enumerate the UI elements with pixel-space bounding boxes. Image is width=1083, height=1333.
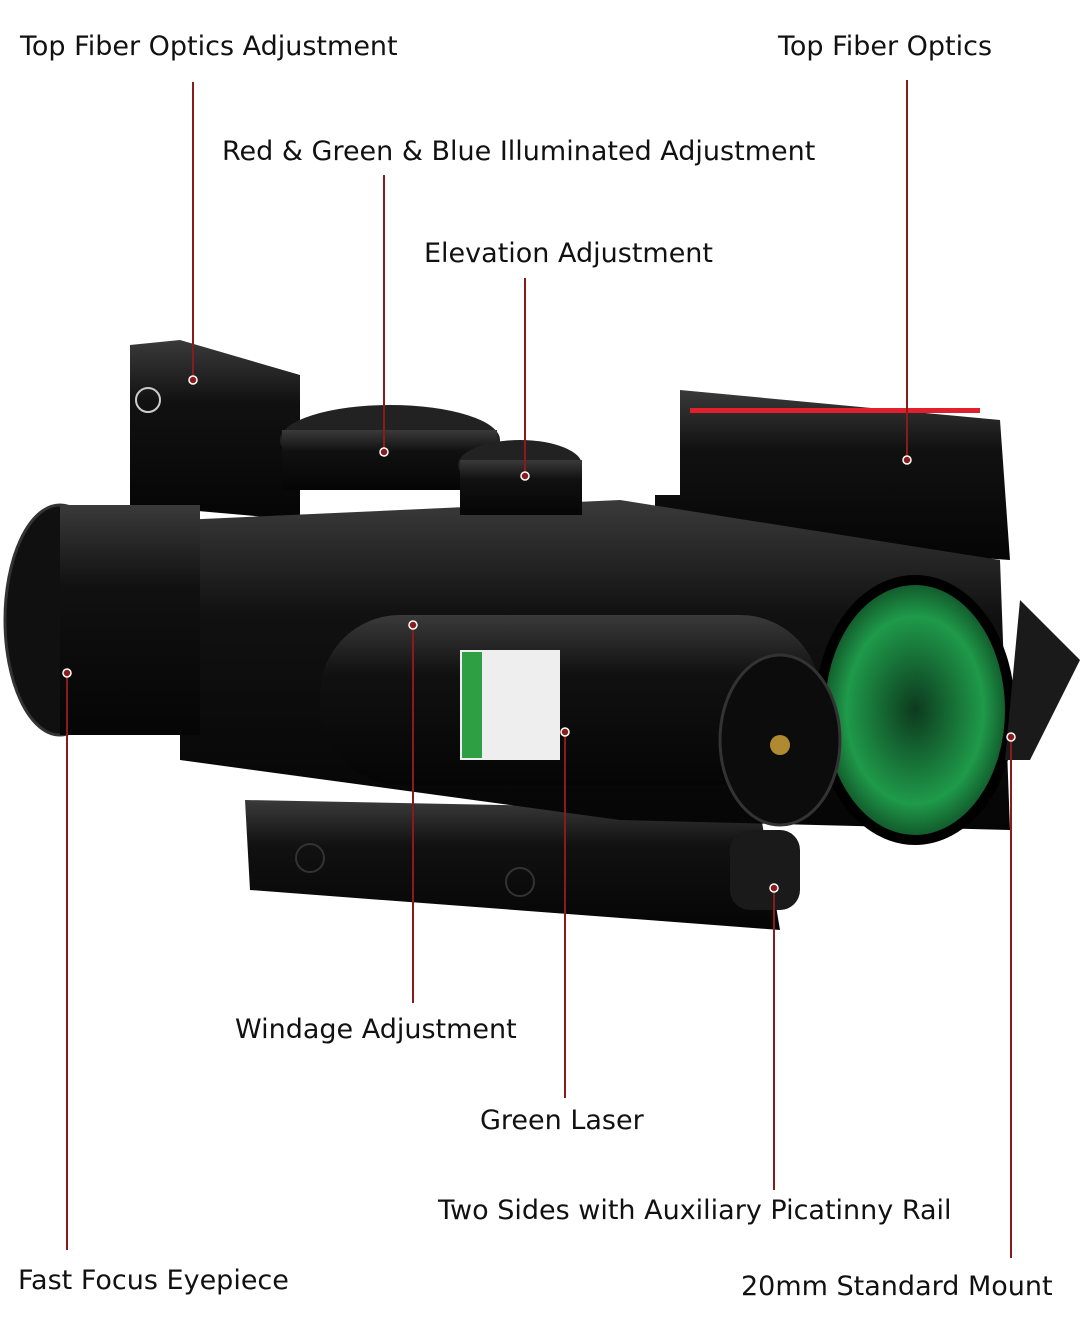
leader-dot-top-fiber-optics xyxy=(902,455,912,465)
callout-elevation-adjustment: Elevation Adjustment xyxy=(424,238,714,269)
leader-dot-green-laser xyxy=(560,727,570,737)
callout-fast-focus-eyepiece: Fast Focus Eyepiece xyxy=(18,1265,289,1296)
mount-base xyxy=(245,800,800,930)
leader-dot-top-fiber-optics-adjustment xyxy=(188,375,198,385)
leader-dot-picatinny-rail xyxy=(769,883,779,893)
turrets xyxy=(280,405,582,515)
front-fiber-sight xyxy=(655,390,1010,560)
callout-windage-adjustment: Windage Adjustment xyxy=(235,1014,517,1045)
rear-sight xyxy=(130,340,300,520)
callout-green-laser: Green Laser xyxy=(480,1105,644,1136)
leader-dot-elevation-adjustment xyxy=(520,471,530,481)
callout-picatinny-rail: Two Sides with Auxiliary Picatinny Rail xyxy=(438,1195,952,1226)
green-laser-module xyxy=(320,615,842,827)
leader-lines xyxy=(62,80,1016,1258)
leader-dot-windage-adjustment xyxy=(408,620,418,630)
callout-top-fiber-optics: Top Fiber Optics xyxy=(778,31,993,62)
callout-illuminated-adjustment: Red & Green & Blue Illuminated Adjustmen… xyxy=(222,136,816,167)
leader-dot-fast-focus-eyepiece xyxy=(62,668,72,678)
leader-dot-standard-mount xyxy=(1006,732,1016,742)
callout-top-fiber-optics-adjustment: Top Fiber Optics Adjustment xyxy=(20,31,398,62)
leader-dot-illuminated-adjustment xyxy=(379,447,389,457)
callout-standard-mount: 20mm Standard Mount xyxy=(741,1271,1053,1302)
